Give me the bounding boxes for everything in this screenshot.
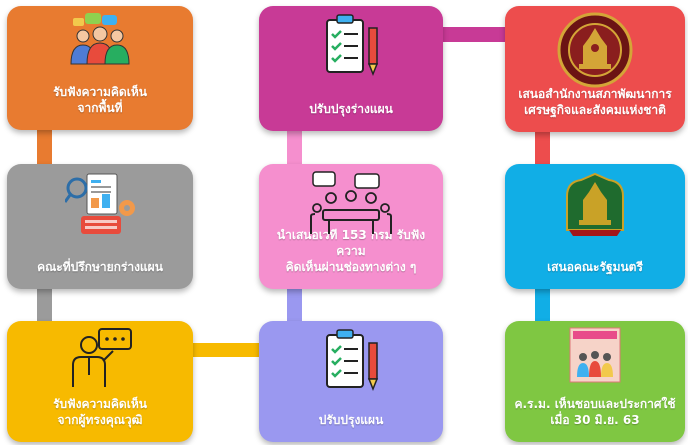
step-label: ค.ร.ม. เห็นชอบและประกาศใช้เมื่อ 30 มิ.ย.… xyxy=(514,397,676,427)
plan-book-cover-icon xyxy=(569,327,621,387)
connector-expert-to-revise-plan xyxy=(193,343,259,357)
step-expert-hearing: รับฟังความคิดเห็นจากผู้ทรงคุณวุฒิ xyxy=(7,321,193,442)
step-label: นำเสนอเวที 153 กรม รับฟังความคิดเห็นผ่าน… xyxy=(276,228,426,274)
step-revise-draft: ปรับปรุงร่างแผน xyxy=(259,6,443,131)
step-label: ปรับปรุงร่างแผน xyxy=(309,102,393,116)
step-label: เสนอคณะรัฐมนตรี xyxy=(547,260,643,274)
people-speech-icon xyxy=(69,12,131,70)
step-revise-plan: ปรับปรุงแผน xyxy=(259,321,443,442)
clipboard-checklist-icon xyxy=(323,12,383,88)
step-propose-nesdc: เสนอสำนักงานสภาพัฒนาการเศรษฐกิจและสังคมแ… xyxy=(505,6,685,132)
step-present-ministries: นำเสนอเวที 153 กรม รับฟังความคิดเห็นผ่าน… xyxy=(259,164,443,289)
step-cabinet-approval: ค.ร.ม. เห็นชอบและประกาศใช้เมื่อ 30 มิ.ย.… xyxy=(505,321,685,442)
presenter-icon xyxy=(69,327,133,393)
step-propose-cabinet: เสนอคณะรัฐมนตรี xyxy=(505,164,685,289)
step-label: รับฟังความคิดเห็นจากผู้ทรงคุณวุฒิ xyxy=(53,397,147,427)
clipboard-checklist-icon xyxy=(323,327,383,403)
step-public-hearing-local: รับฟังความคิดเห็นจากพื้นที่ xyxy=(7,6,193,130)
planning-documents-icon xyxy=(63,172,139,240)
step-advisory-committee: คณะที่ปรึกษายกร่างแผน xyxy=(7,164,193,289)
connector-present-to-revise-draft xyxy=(287,131,302,164)
nesdc-seal-icon xyxy=(557,12,633,92)
step-label: คณะที่ปรึกษายกร่างแผน xyxy=(37,260,163,274)
step-label: ปรับปรุงแผน xyxy=(318,413,384,427)
cabinet-emblem-icon xyxy=(561,170,629,242)
connector-revise-draft-to-nesdc xyxy=(443,27,505,42)
step-label: รับฟังความคิดเห็นจากพื้นที่ xyxy=(53,85,147,115)
step-label: เสนอสำนักงานสภาพัฒนาการเศรษฐกิจและสังคมแ… xyxy=(518,87,672,117)
connector-revise-plan-to-present xyxy=(287,289,302,321)
connector-advisory-to-expert xyxy=(37,289,52,321)
connector-local-to-advisory xyxy=(37,130,52,164)
meeting-table-icon xyxy=(309,170,393,240)
connector-nesdc-to-cabinet xyxy=(535,132,550,164)
connector-cabinet-to-approval xyxy=(535,289,550,321)
